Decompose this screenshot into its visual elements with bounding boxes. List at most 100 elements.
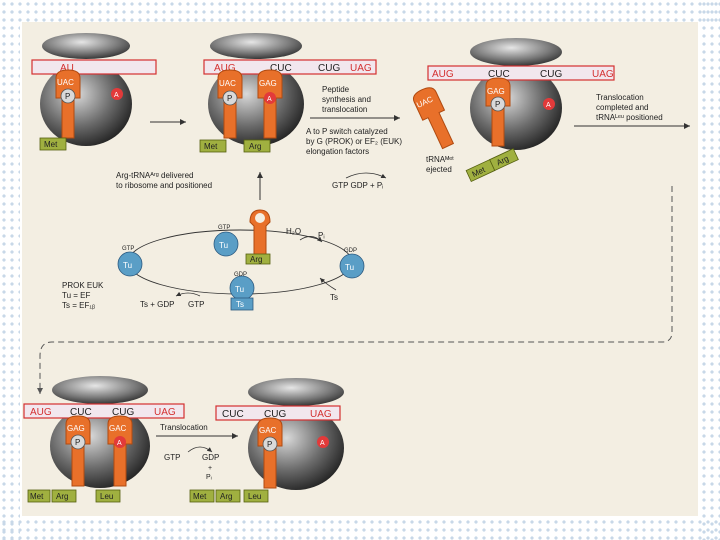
ribosome-2-codon-aug: AUG [214, 63, 236, 74]
ribosome-3-codon-cuc: CUC [488, 69, 510, 80]
a-site-4-label: A [117, 440, 122, 447]
dashed-connector [37, 186, 673, 394]
pi-label: Pᵢ [318, 231, 325, 240]
amino-acid-met-2 [199, 139, 227, 153]
peptide-line-1: Peptide [322, 85, 350, 94]
ribosome-3: AUG CUC CUG UAG GAG P A Met Arg [427, 38, 615, 183]
ts-input-label: Ts [330, 293, 338, 302]
ribosome-4-trna-arg [65, 415, 91, 487]
a-site-5 [317, 436, 329, 448]
p-site-5-label: P [267, 440, 272, 449]
bottom-hydrolysis-arrow [187, 446, 213, 453]
amino-acid-arg-5-label: Arg [220, 492, 232, 501]
ejected-line-1: tRNAᴹᵉᵗ [426, 155, 454, 164]
amino-acid-leu-5-label: Leu [248, 492, 261, 501]
ribosome-2-anticodon-gag: GAG [259, 79, 277, 88]
tu-gdp-right: Tu GDP [339, 248, 365, 279]
ribosome-4-codon-cuc: CUC [70, 407, 92, 418]
legend-prok-euk: PROK EUK [62, 281, 104, 290]
h2o-label: H₂O [286, 227, 301, 236]
ribosome-5-codon-cuc: CUC [222, 409, 244, 420]
ribosome-4-anticodon-gag: GAG [67, 424, 85, 433]
ribosome-1-mrna [31, 59, 157, 75]
anticodon-uac-1: UAC [57, 78, 74, 87]
ribosome-4-small-subunit [52, 376, 148, 404]
ribosome-2-small-subunit [210, 33, 302, 59]
tu-left-gtp: GTP [122, 246, 134, 252]
ts-factor [230, 297, 254, 311]
gtp-hydrolysis-top: GTP GDP + Pᵢ [332, 172, 387, 190]
ribosome-2: AUG CUC CUG UAG UAC P GAG A Met Arg [199, 33, 377, 153]
amino-acid-leu-4 [95, 489, 121, 503]
completed-line-2: completed and [596, 103, 648, 112]
ribosome-3-codon-cug: CUG [540, 69, 562, 80]
ribosome-4-codon-cug: CUG [112, 407, 134, 418]
tu-factor-top-label: Tu [219, 241, 228, 250]
amino-acid-arg-2-label: Arg [249, 142, 261, 151]
tu-gtp-arg-trna-complex: Arg Tu GTP [213, 209, 271, 265]
ribosome-3-peptide: Met Arg [465, 148, 519, 183]
gtp-gdp-pi-label: GTP GDP + Pᵢ [332, 181, 383, 190]
amino-acid-arg-4 [51, 489, 77, 503]
h2o-arrow [299, 236, 323, 243]
ribosome-2-mrna [203, 59, 377, 75]
ribosome-2-anticodon-uac: UAC [219, 79, 236, 88]
switch-line-2: by G (PROK) or EF₂ (EUK) [306, 137, 402, 146]
ts-input-arrow [319, 277, 337, 291]
delivered-line-2: to ribosome and positioned [116, 181, 212, 190]
ts-input: Ts [319, 277, 338, 302]
bottom-dot-border [0, 518, 720, 540]
peptide-line-3: translocation [322, 105, 367, 114]
a-site-2-label: A [267, 96, 272, 103]
p-site-1 [60, 88, 76, 104]
amino-acid-arg-2 [243, 139, 271, 153]
bottom-gtp-label: GTP [164, 453, 180, 462]
ribosome-4-anticodon-gac: GAC [109, 424, 127, 433]
amino-acid-met-1 [39, 137, 67, 151]
ribosome-1: AU UAC P A Met [31, 33, 157, 151]
a-site-1 [111, 88, 123, 100]
ts-factor-label: Ts [236, 300, 244, 309]
amino-acid-met-4 [27, 489, 51, 503]
a-site-3 [543, 98, 555, 110]
amino-acid-met-5-label: Met [193, 492, 207, 501]
factor-legend: PROK EUK Tu = EF Ts = EF₁ᵦ [62, 281, 104, 310]
cycle-trna-loop [255, 213, 265, 223]
tu-factor-left [117, 251, 143, 277]
ts-gdp-gtp-exchange: Ts + GDP GTP [140, 291, 204, 309]
translocation-label: Translocation [160, 423, 208, 432]
peptide-line-2: synthesis and [322, 95, 371, 104]
ribosome-5-trna-leu [257, 417, 283, 489]
trna-met-ejected-label: tRNAᴹᵉᵗ ejected [426, 155, 454, 174]
completed-line-3: tRNAᴸᵉᵘ positioned [596, 113, 663, 122]
ribosome-3-codon-uag: UAG [592, 69, 614, 80]
a-site-5-label: A [320, 440, 325, 447]
bottom-pi-label: Pᵢ [206, 474, 212, 481]
completed-line-1: Translocation [596, 93, 644, 102]
switch-line-3: elongation factors [306, 147, 369, 156]
h2o-pi-label: H₂O Pᵢ [286, 227, 325, 243]
tu-right-gdp: GDP [344, 248, 357, 254]
cycle-trna-arg [249, 209, 271, 257]
peptide-synthesis-label: Peptide synthesis and translocation [322, 85, 371, 114]
p-site-2-label: P [227, 94, 232, 103]
ts-gdp-label: Ts + GDP [140, 300, 174, 309]
tu-factor-right [339, 253, 365, 279]
ribosome-5-small-subunit [248, 378, 344, 406]
delivered-line-1: Arg-tRNAᴬʳᵍ delivered [116, 171, 193, 180]
ribosome-3-trna-arg [485, 77, 511, 147]
tu-factor-right-label: Tu [345, 263, 354, 272]
p-site-3-label: P [495, 100, 500, 109]
legend-tu-ef: Tu = EF [62, 291, 90, 300]
cycle-amino-acid-arg [245, 253, 271, 265]
ribosome-1-small-subunit [42, 33, 130, 59]
tu-top-gtp: GTP [218, 225, 230, 231]
ribosome-4: AUG CUC CUG UAG GAG P GAC A Met Arg Leu [23, 376, 185, 503]
ribosome-2-codon-cuc: CUC [270, 63, 292, 74]
legend-ts-ef: Ts = EF₁ᵦ [62, 301, 95, 310]
p-site-4-label: P [75, 438, 80, 447]
ribosome-4-codon-uag: UAG [154, 407, 176, 418]
p-site-5 [262, 436, 278, 452]
